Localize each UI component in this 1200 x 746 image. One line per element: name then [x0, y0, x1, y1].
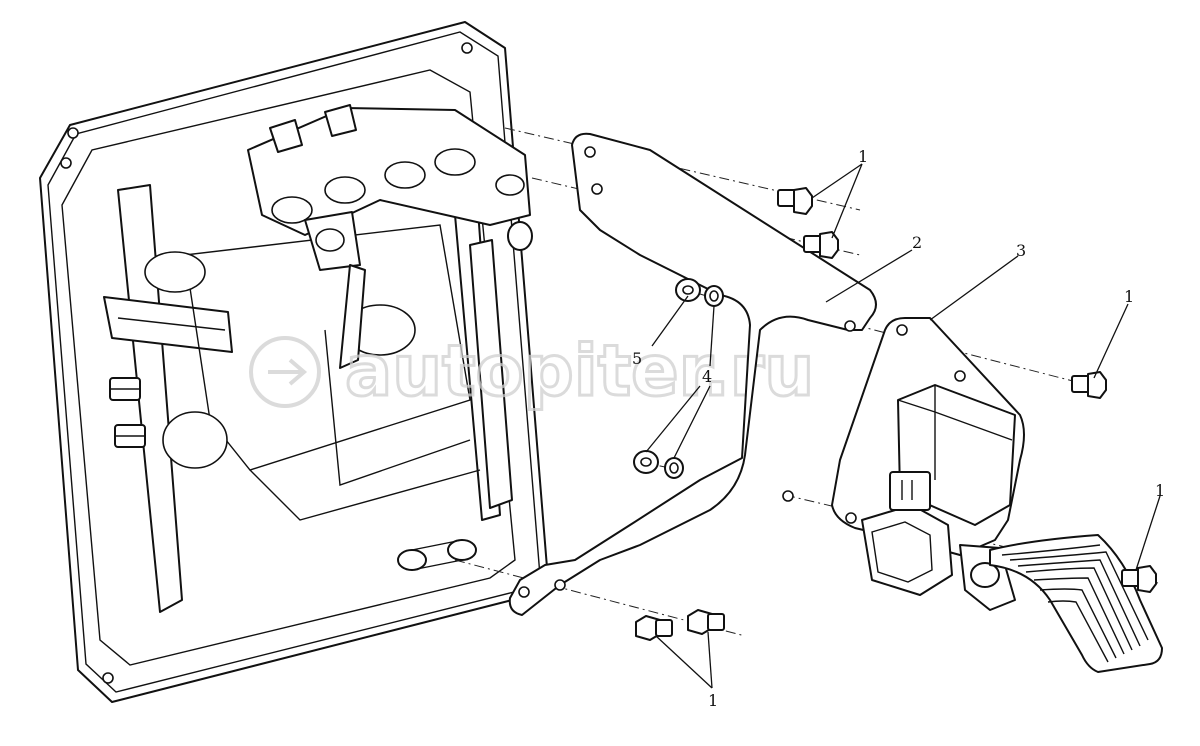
leader-lines [645, 163, 1161, 689]
bolt-right-lower [1121, 565, 1157, 593]
bolt-bottom-left [635, 615, 673, 641]
pedal-pad [989, 534, 1163, 673]
callout-1-right-lower: 1 [1155, 481, 1165, 500]
callout-1-right-upper: 1 [1124, 287, 1134, 306]
callout-numbers: 1 2 3 1 5 4 1 1 [632, 147, 1165, 710]
bracket-plate [508, 132, 877, 616]
callout-1-top: 1 [858, 147, 868, 166]
watermark: autopiter.ru [249, 329, 816, 414]
washer-lower [664, 457, 684, 479]
bolt-top-lower [803, 231, 839, 259]
callout-4: 4 [702, 367, 712, 386]
pedal-assembly [831, 317, 1163, 673]
callout-3: 3 [1016, 241, 1026, 260]
callout-2: 2 [912, 233, 922, 252]
panel-bolt-left-lower [114, 424, 146, 448]
bolt-top-upper [777, 187, 813, 215]
pedal-sensor-connector [861, 471, 953, 596]
panel-bolt-left-upper [109, 377, 141, 401]
bolt-bottom-right [687, 609, 725, 635]
bolt-right-upper [1071, 371, 1107, 399]
callout-1-bottom: 1 [708, 691, 718, 710]
callout-5: 5 [632, 349, 642, 368]
top-bracket [247, 104, 531, 271]
nut-lower [633, 450, 659, 474]
panel-bottom-spacer [397, 539, 477, 571]
washer-upper [704, 285, 724, 307]
pedal-lever [339, 221, 533, 509]
nut-upper [675, 278, 701, 302]
watermark-text: autopiter.ru [345, 330, 814, 412]
